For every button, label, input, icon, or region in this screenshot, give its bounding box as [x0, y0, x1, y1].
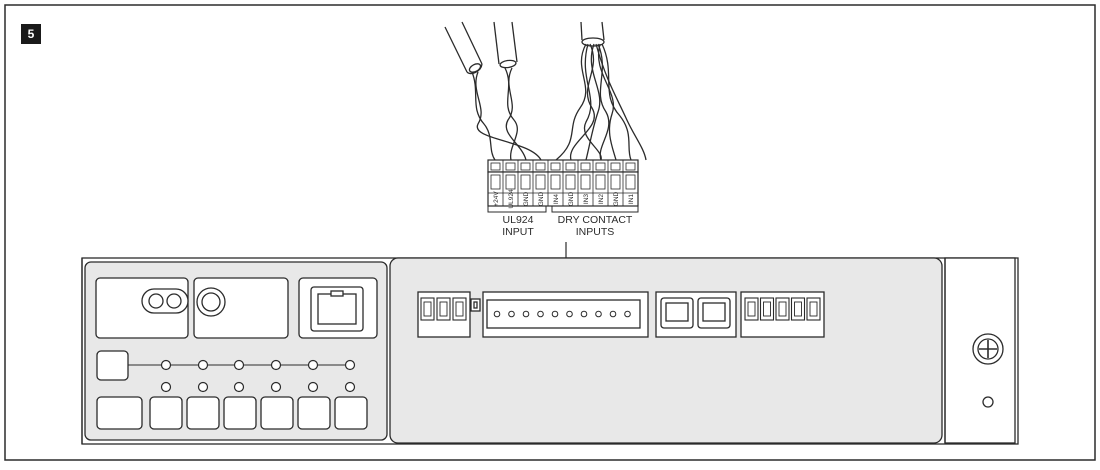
- terminal-label: GND: [523, 191, 530, 206]
- status-led: [307, 359, 319, 371]
- outer-border: [4, 4, 1096, 461]
- terminal-label: GND: [568, 191, 575, 206]
- header-pin: [609, 310, 617, 318]
- header-pin: [595, 310, 602, 318]
- header-pin: [551, 310, 559, 318]
- status-led: [160, 359, 172, 371]
- front-button: [149, 396, 183, 430]
- indicator-leds: [160, 381, 356, 393]
- front-button: [334, 396, 368, 430]
- status-led: [270, 359, 282, 371]
- front-button: [223, 396, 257, 430]
- header-pin: [493, 310, 501, 318]
- ul924-label-line1: UL924: [503, 214, 534, 226]
- status-button: [96, 350, 129, 381]
- terminal-label: +24V: [493, 191, 500, 207]
- header-pin: [580, 310, 588, 318]
- front-button: [297, 396, 331, 430]
- header-pin: [537, 310, 544, 318]
- indicator-led: [160, 381, 172, 393]
- terminal-label: IN4: [553, 194, 560, 205]
- indicator-led: [307, 381, 319, 393]
- status-led: [344, 359, 356, 371]
- header-pin: [508, 310, 515, 318]
- indicator-led: [344, 381, 356, 393]
- terminal-label: IN1: [628, 194, 635, 205]
- center-panel: [389, 257, 943, 444]
- front-buttons: [96, 396, 368, 430]
- front-button: [260, 396, 294, 430]
- terminal-label: IN2: [598, 194, 605, 205]
- group-brackets: [487, 206, 639, 213]
- header-pin: [624, 310, 631, 318]
- mount-hole: [982, 396, 994, 408]
- terminal-label: GND: [613, 191, 620, 206]
- header-pins: [493, 310, 631, 318]
- controller-device: [81, 257, 1019, 445]
- ul924-cables: [444, 21, 542, 161]
- status-led: [233, 359, 245, 371]
- step-number-badge: 5: [21, 24, 41, 44]
- terminal-label: IN3: [583, 194, 590, 205]
- indicator-led: [233, 381, 245, 393]
- terminal-cells: +24V UL924 GND GND IN4 GND IN3 IN2 GND IN1: [487, 160, 636, 209]
- status-led: [197, 359, 209, 371]
- front-button: [186, 396, 220, 430]
- header-pin: [566, 310, 573, 318]
- dry-contact-label-line2: INPUTS: [576, 226, 615, 238]
- front-button: [96, 396, 143, 430]
- ul924-label-line2: INPUT: [502, 226, 534, 238]
- terminal-label: UL924: [508, 189, 515, 209]
- dry-contact-cable: [555, 21, 647, 161]
- header-pin: [522, 310, 530, 318]
- terminal-label: GND: [538, 191, 545, 206]
- indicator-led: [197, 381, 209, 393]
- dry-contact-label-line1: DRY CONTACT: [558, 214, 633, 226]
- indicator-led: [270, 381, 282, 393]
- status-leds: [160, 359, 356, 371]
